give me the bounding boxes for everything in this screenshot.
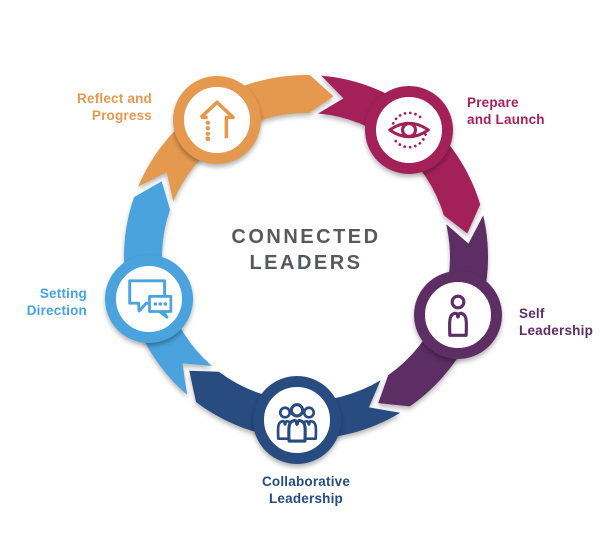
label-line: Progress (91, 108, 152, 123)
diagram-title-line: LEADERS (249, 252, 363, 274)
chat-bubbles-icon (127, 279, 172, 319)
label-line: Leadership (268, 491, 344, 506)
label-reflect-and-progress: Reflect and Progress (77, 90, 152, 124)
label-prepare-and-launch: Prepare and Launch (467, 94, 545, 128)
segment-arc-prepare-and-launch (318, 75, 481, 234)
eye-icon (387, 111, 430, 149)
label-setting-direction: Setting Direction (27, 285, 87, 319)
segment-arc-reflect-and-progress (138, 74, 334, 202)
label-line: and Launch (467, 112, 545, 127)
label-collaborative-leadership: Collaborative Leadership (206, 473, 406, 507)
label-line: Setting (39, 286, 87, 301)
label-line: Self (519, 306, 545, 321)
label-self-leadership: Self Leadership (519, 305, 593, 339)
arrow-up-icon (199, 100, 236, 142)
segment-arc-self-leadership (378, 215, 489, 407)
badge-collaborative-leadership (253, 375, 342, 464)
badge-reflect-and-progress (173, 76, 262, 165)
label-line: Prepare (467, 95, 519, 110)
label-line: Reflect and (77, 91, 152, 106)
group-icon (277, 402, 318, 443)
badge-self-leadership (414, 271, 503, 360)
badge-setting-direction (104, 255, 193, 344)
diagram-title: CONNECTED LEADERS (156, 224, 456, 276)
person-icon (448, 294, 469, 338)
badge-prepare-and-launch (364, 86, 453, 175)
label-line: Direction (26, 303, 87, 318)
label-line: Collaborative (261, 474, 351, 489)
diagram-title-line: CONNECTED (231, 226, 381, 248)
label-line: Leadership (519, 323, 594, 338)
